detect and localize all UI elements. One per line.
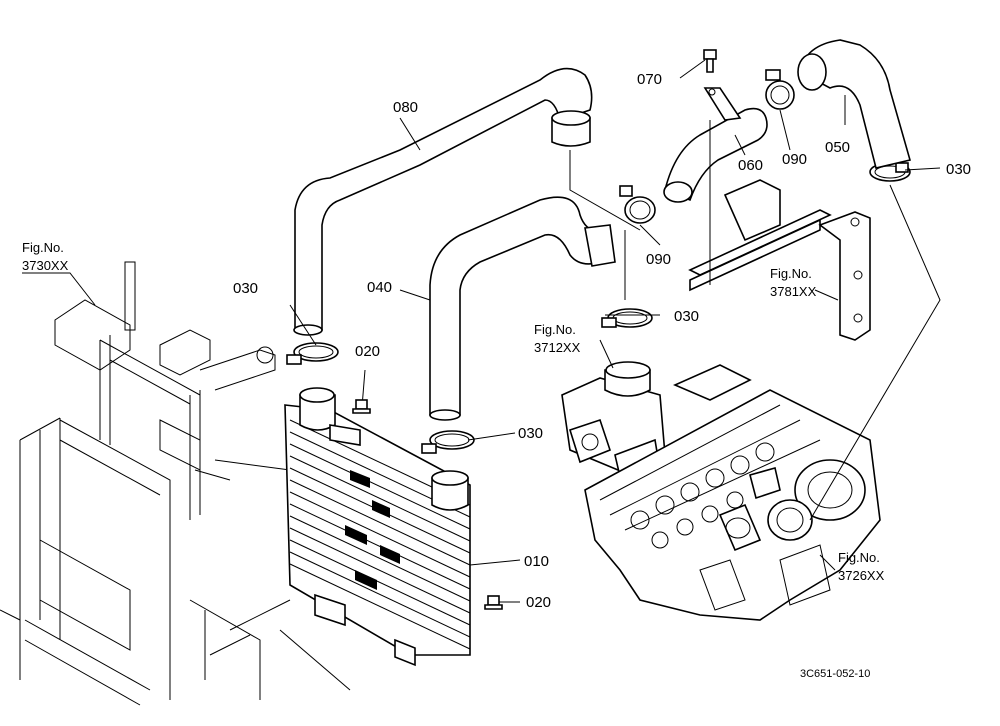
engine-head-turbo	[584, 389, 881, 621]
drawing-code: 3C651-052-10	[800, 668, 870, 680]
svg-text:Fig.No.: Fig.No.	[838, 550, 880, 565]
mounting-bracket	[688, 179, 871, 341]
fig-ref-3726: Fig.No. 3726XX	[838, 550, 885, 583]
radiator-frame	[0, 261, 351, 706]
svg-text:Fig.No.: Fig.No.	[22, 240, 64, 255]
pipe-060	[663, 87, 768, 203]
clamp-090-right	[765, 69, 795, 110]
label-030-egr: 030	[674, 308, 699, 325]
label-050: 050	[825, 139, 850, 156]
label-080: 080	[393, 99, 418, 116]
svg-text:3726XX: 3726XX	[838, 568, 885, 583]
label-060: 060	[738, 157, 763, 174]
clamp-030-egr	[601, 308, 653, 328]
label-030-right: 030	[946, 161, 971, 178]
bolt-070	[703, 49, 717, 73]
bolt-020-upper	[352, 399, 371, 414]
hose-040	[429, 196, 616, 421]
label-030-middle: 030	[518, 425, 543, 442]
label-090-right: 090	[782, 151, 807, 168]
label-090-left: 090	[646, 251, 671, 268]
svg-text:3730XX: 3730XX	[22, 258, 69, 273]
label-020-upper: 020	[355, 343, 380, 360]
label-010: 010	[524, 553, 549, 570]
svg-text:3781XX: 3781XX	[770, 284, 817, 299]
svg-text:Fig.No.: Fig.No.	[770, 266, 812, 281]
fig-ref-3730: Fig.No. 3730XX	[22, 240, 96, 306]
clamp-030-middle	[421, 430, 475, 454]
label-030-left: 030	[233, 280, 258, 297]
fig-ref-3712: Fig.No. 3712XX	[534, 322, 581, 355]
label-070: 070	[637, 71, 662, 88]
intercooler-core	[284, 387, 471, 667]
label-020-lower: 020	[526, 594, 551, 611]
svg-text:3712XX: 3712XX	[534, 340, 581, 355]
hose-050	[797, 39, 911, 169]
clamp-030-left	[286, 342, 339, 365]
clamp-090-left	[619, 185, 656, 224]
svg-text:Fig.No.: Fig.No.	[534, 322, 576, 337]
hose-080	[293, 67, 593, 336]
fig-ref-3781: Fig.No. 3781XX	[770, 266, 817, 299]
label-040: 040	[367, 279, 392, 296]
bolt-020-lower	[484, 595, 503, 610]
